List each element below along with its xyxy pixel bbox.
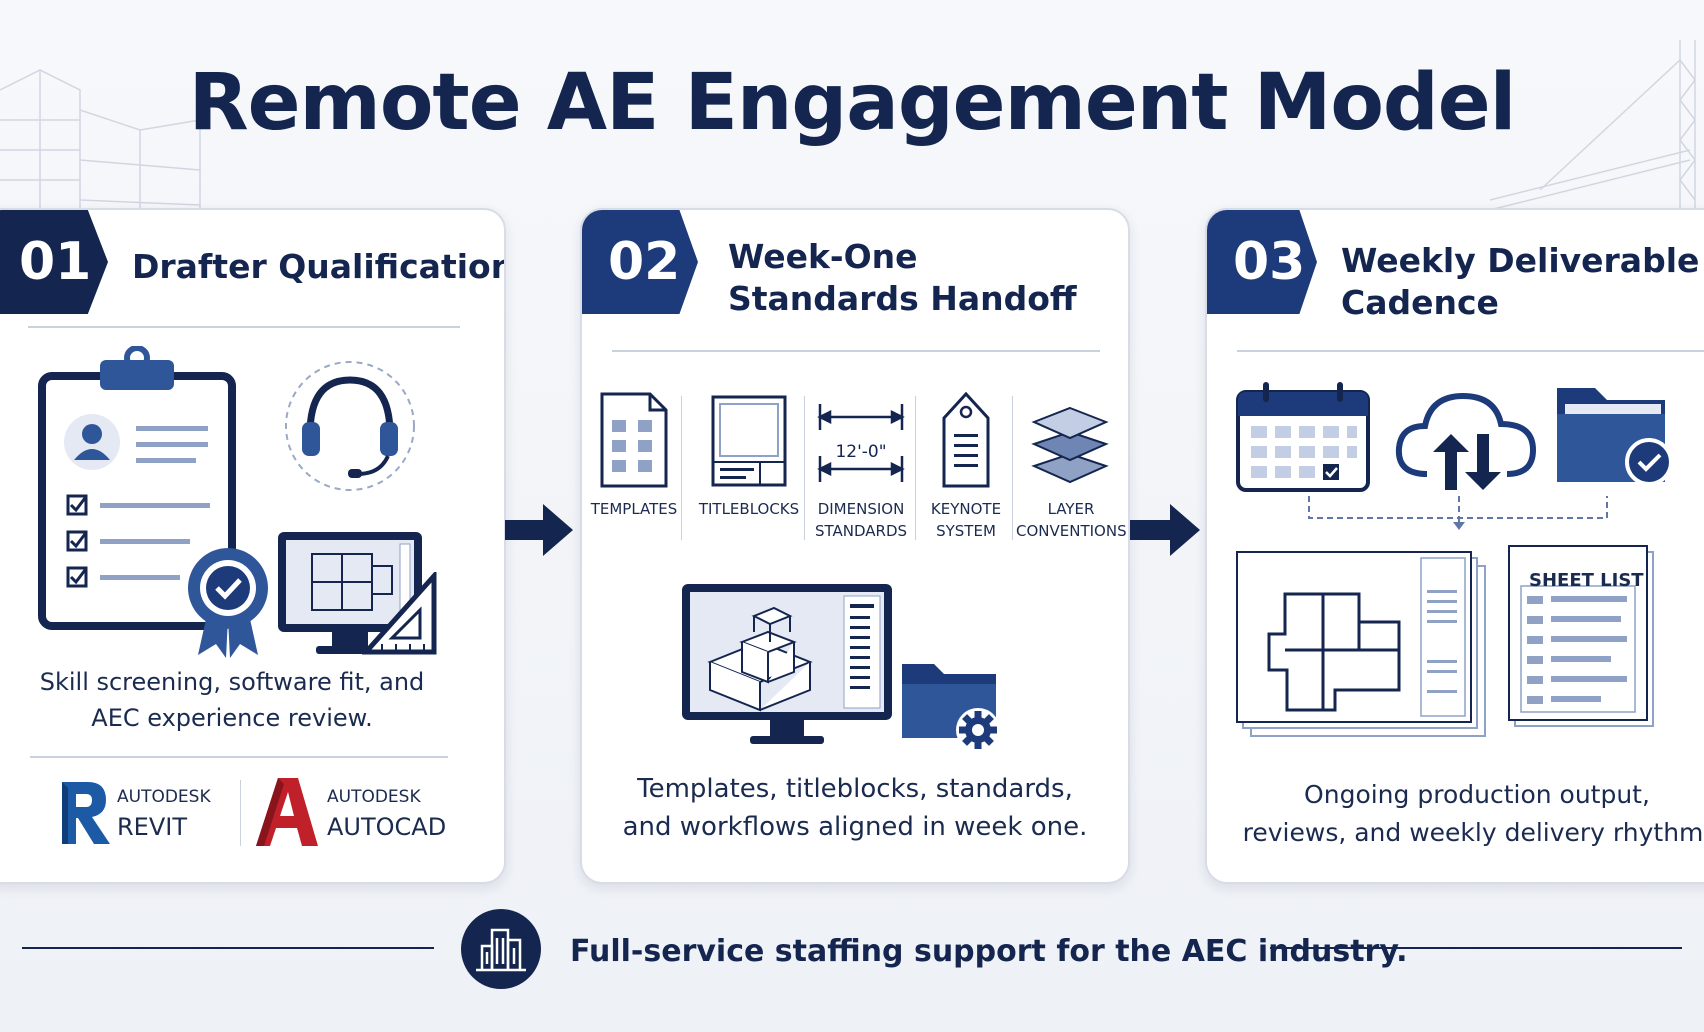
title-line: Weekly Deliverable (1341, 241, 1700, 280)
description-line: Ongoing production output, (1304, 780, 1650, 809)
item-separator (804, 396, 805, 540)
label-line: STANDARDS (814, 522, 908, 540)
folder-gear-icon (902, 664, 1000, 752)
brand-label: AUTODESK (117, 787, 211, 807)
step-title: Week-One Standards Handoff (728, 236, 1077, 320)
item-label-dimension-standards: DIMENSION STANDARDS (806, 498, 916, 542)
drawing-set-icon (1236, 551, 1486, 737)
step-card-qualification: 01 Drafter Qualification (0, 208, 506, 884)
buildings-icon (461, 909, 541, 989)
cloud-sync-icon (1395, 392, 1537, 490)
divider (30, 756, 448, 758)
item-separator (681, 396, 682, 540)
keynote-tag-icon (942, 391, 990, 488)
calendar-icon (1236, 382, 1370, 492)
logo-separator (240, 780, 241, 846)
description-line: reviews, and weekly delivery rhythm. (1242, 818, 1704, 847)
headset-icon (285, 361, 415, 491)
titleblock-icon (711, 395, 787, 487)
sheet-list-label: SHEET LIST (1529, 570, 1644, 591)
label-line: DIMENSION (817, 500, 905, 518)
step-card-deliverable-cadence: 03 Weekly Deliverable Cadence (1205, 208, 1704, 884)
page-title: Remote AE Engagement Model (188, 58, 1517, 148)
label-line: LAYER (1047, 500, 1095, 518)
badge-check-icon (188, 548, 268, 658)
folder-check-icon (1557, 388, 1673, 486)
title-line: Week-One (728, 237, 918, 276)
description-line: and workflows aligned in week one. (622, 812, 1088, 842)
item-label-titleblocks: TITLEBLOCKS (694, 498, 804, 520)
step-title: Weekly Deliverable Cadence (1341, 240, 1699, 324)
product-label: AUTOCAD (327, 813, 447, 841)
flow-arrow-icon (505, 504, 573, 556)
description-line: AEC experience review. (91, 704, 373, 732)
footer-tagline: Full-service staffing support for the AE… (570, 934, 1408, 969)
template-document-icon (600, 392, 668, 488)
monitor-building-model-icon (682, 584, 892, 744)
label-line: KEYNOTE (930, 500, 1002, 518)
description-line: Templates, titleblocks, standards, (637, 774, 1073, 804)
title-line: Standards Handoff (728, 279, 1077, 318)
footer-rule-right (1270, 947, 1682, 949)
label-line: SYSTEM (936, 522, 996, 540)
sync-connector-lines (1308, 496, 1608, 530)
monitor-floorplan-icon (278, 532, 422, 654)
item-separator (1012, 396, 1013, 540)
revit-logo-text: AUTODESK REVIT (117, 782, 211, 842)
product-label: REVIT (117, 813, 187, 841)
item-label-templates: TEMPLATES (582, 498, 689, 520)
step-number-badge: 03 (1207, 210, 1317, 314)
autocad-logo-icon (256, 778, 318, 846)
revit-logo-icon (62, 782, 110, 844)
label-line: TITLEBLOCKS (698, 500, 800, 518)
title-line: Cadence (1341, 283, 1499, 322)
footer-rule-left (22, 947, 434, 949)
step-card-standards-handoff: 02 Week-One Standards Handoff TEMPLATES … (580, 208, 1130, 884)
brand-label: AUTODESK (327, 787, 421, 807)
divider (1237, 350, 1704, 352)
divider (612, 350, 1100, 352)
divider (28, 326, 460, 328)
description-line: Skill screening, software fit, and (39, 668, 425, 696)
dimension-icon (817, 404, 905, 482)
triangle-ruler-icon (362, 572, 437, 655)
dimension-value: 12'-0" (835, 442, 887, 462)
step-number-badge: 02 (582, 210, 698, 314)
sheet-list-icon (1508, 545, 1654, 727)
step-description: Skill screening, software fit, and AEC e… (12, 664, 452, 736)
layers-icon (1031, 406, 1109, 484)
item-separator (915, 396, 916, 540)
step-description: Ongoing production output, reviews, and … (1227, 776, 1704, 852)
step-description: Templates, titleblocks, standards, and w… (602, 770, 1108, 846)
flow-arrow-icon (1130, 504, 1200, 556)
autocad-logo-text: AUTODESK AUTOCAD (327, 782, 446, 842)
item-label-keynote-system: KEYNOTE SYSTEM (911, 498, 1021, 542)
clipboard-resume-icon (38, 346, 236, 630)
step-number-badge: 01 (0, 210, 108, 314)
label-line: CONVENTIONS (1016, 522, 1127, 540)
step-title: Drafter Qualification (132, 247, 506, 286)
label-line: TEMPLATES (590, 500, 678, 518)
item-label-layer-conventions: LAYER CONVENTIONS (1016, 498, 1127, 542)
